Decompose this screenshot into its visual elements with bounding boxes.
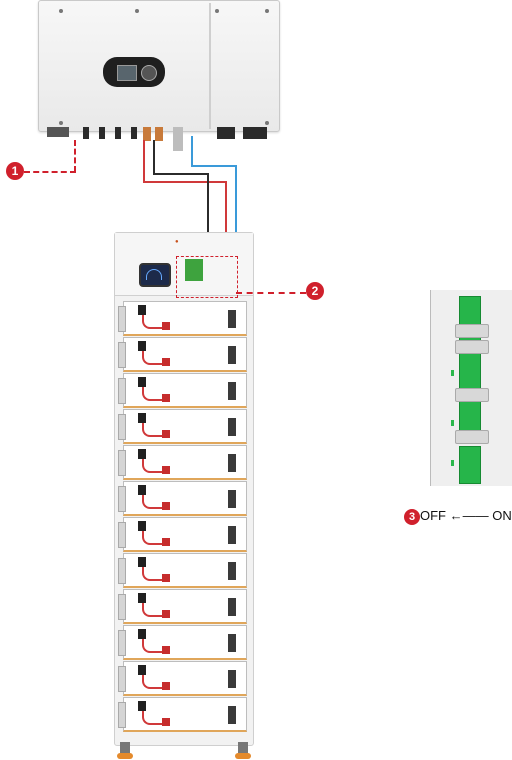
battery-module: [123, 553, 247, 588]
battery-module: [123, 661, 247, 696]
bms-display: [139, 263, 171, 287]
battery-module: [123, 625, 247, 660]
battery-module: [123, 697, 247, 732]
indicator-led: [451, 420, 454, 426]
battery-module: [123, 373, 247, 408]
callout-1-leader: [24, 171, 76, 173]
breaker-clip: [455, 430, 489, 444]
breaker-switch: [459, 446, 481, 484]
battery-module: [123, 517, 247, 552]
battery-module: [123, 409, 247, 444]
rack-foot: [238, 742, 248, 756]
battery-module: [123, 337, 247, 372]
battery-rack: ●: [114, 232, 254, 746]
callout-1-leader: [74, 140, 76, 172]
switch-closeup: [430, 290, 512, 486]
breaker-clip: [455, 340, 489, 354]
brand-logo: ●: [175, 239, 179, 245]
battery-module: [123, 445, 247, 480]
off-label: OFF: [420, 508, 446, 523]
breaker-switch: [459, 296, 481, 346]
battery-module: [123, 481, 247, 516]
callout-3-badge: 3: [404, 509, 420, 525]
gauge-icon: [146, 269, 162, 280]
on-label: ON: [492, 508, 512, 523]
battery-module: [123, 301, 247, 336]
arrow-left-icon: ←——: [450, 508, 489, 523]
breaker-clip: [455, 388, 489, 402]
indicator-led: [451, 460, 454, 466]
callout-2-leader: [236, 292, 306, 294]
indicator-led: [451, 370, 454, 376]
callout-1-badge: 1: [6, 162, 24, 180]
breaker-clip: [455, 324, 489, 338]
callout-2-highlight: [176, 256, 238, 298]
battery-module: [123, 589, 247, 624]
callout-2-badge: 2: [306, 282, 324, 300]
rack-foot: [120, 742, 130, 756]
